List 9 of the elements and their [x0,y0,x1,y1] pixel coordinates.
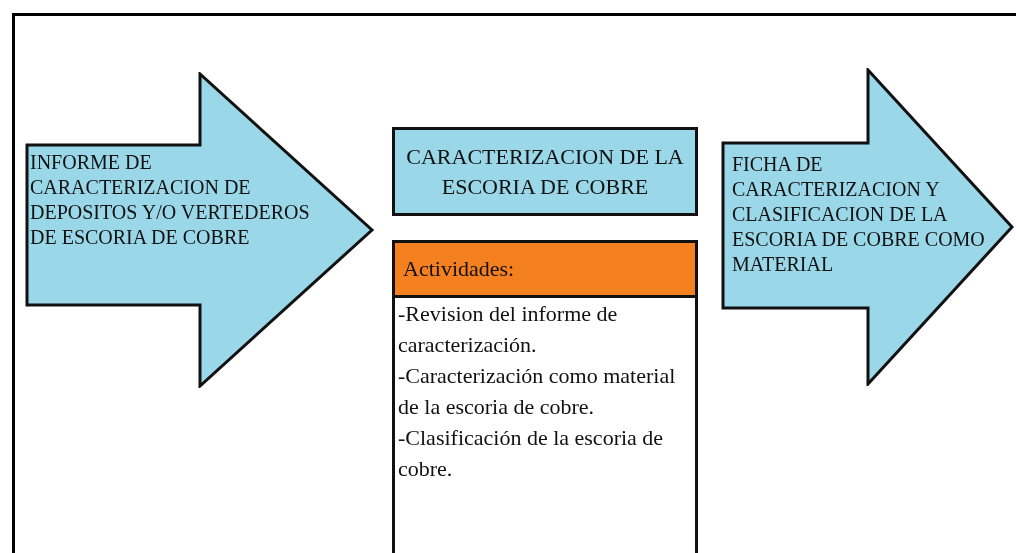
activities-box [392,240,698,553]
activity-item: -Revision del informe de caracterización. [397,300,619,359]
process-box [392,127,698,216]
activities-header: Actividades: [395,243,695,298]
box-title: CARACTERIZACION DE LA ESCORIA DE COBRE [405,142,685,201]
activity-item: -Clasificación de la escoria de cobre. [397,424,665,483]
arrow-text: INFORME DE CARACTERIZACION DE DEPOSITOS Y/O VERTEDEROS DE ESCORIA DE COBRE [30,150,311,250]
activity-item: -Caracterización como material de la escoria de cobre. [397,362,677,421]
arrow-text: FICHA DE CARACTERIZACION Y CLASIFICACION DE LA ESCORIA DE COBRE COMO MATERIAL [732,152,986,277]
